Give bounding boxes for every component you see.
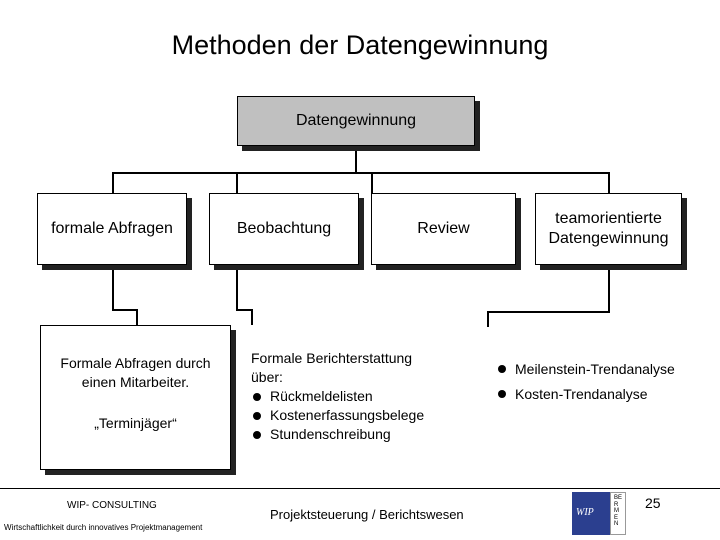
connector-down-cat4 [608, 270, 610, 312]
connector-down-cat1 [112, 270, 114, 310]
detail-review-heading: Formale Berichterstattung über: [251, 350, 413, 385]
footer-company: WIP- CONSULTING [67, 500, 157, 511]
category-label: Review [417, 220, 470, 237]
category-label: Beobachtung [236, 220, 332, 237]
connector-horizontal [112, 172, 610, 174]
list-item-label: Kostenerfassungsbelege [270, 407, 425, 423]
page-title: Methoden der Datengewinnung [171, 30, 549, 60]
bullet-icon [253, 393, 261, 401]
category-beobachtung: Beobachtung [209, 193, 359, 265]
footer-center: Projektsteuerung / Berichtswesen [270, 507, 464, 522]
connector-cat4 [608, 172, 610, 194]
category-review: Review [371, 193, 516, 265]
connector-root-down [355, 151, 357, 173]
category-teamorientierte: teamorientierte Datengewinnung [535, 193, 682, 265]
list-item: Stundenschreibung [251, 425, 461, 444]
detail-team: Meilenstein-Trendanalyse Kosten-Trendana… [496, 357, 711, 407]
bullet-icon [253, 412, 261, 420]
connector-right-cat1 [112, 309, 138, 311]
bullet-icon [498, 365, 506, 373]
list-item: Rückmeldelisten [251, 387, 461, 406]
list-item-label: Stundenschreibung [270, 426, 391, 442]
connector-left-cat4 [487, 311, 610, 313]
detail-formal-terminjaeger: „Terminjäger“ [94, 415, 177, 431]
connector-cat3 [371, 172, 373, 194]
list-item: Meilenstein-Trendanalyse [496, 357, 711, 382]
connector-down2-cat2 [251, 309, 253, 325]
list-item: Kostenerfassungsbelege [251, 406, 461, 425]
bullet-icon [498, 390, 506, 398]
list-item-label: Kosten-Trendanalyse [515, 386, 648, 402]
connector-cat2 [236, 172, 238, 194]
logo-letter-strip: BERMEN [610, 492, 626, 535]
detail-formal-text: Formale Abfragen durch einen Mitarbeiter… [60, 355, 211, 390]
detail-formale-abfragen: Formale Abfragen durch einen Mitarbeiter… [40, 325, 231, 470]
connector-down2-cat4 [487, 311, 489, 327]
connector-down2-cat1 [136, 309, 138, 325]
root-node: Datengewinnung [237, 96, 475, 146]
footer-rule [0, 488, 720, 489]
category-label: formale Abfragen [51, 220, 173, 237]
logo-text: WIP [576, 507, 594, 518]
list-item-label: Rückmeldelisten [270, 388, 373, 404]
list-item: Kosten-Trendanalyse [496, 382, 711, 407]
connector-right-cat2 [236, 309, 253, 311]
wip-logo: WIP [572, 492, 610, 535]
connector-cat1 [112, 172, 114, 194]
connector-down-cat2 [236, 270, 238, 310]
root-label: Datengewinnung [295, 112, 417, 129]
detail-team-list: Meilenstein-Trendanalyse Kosten-Trendana… [496, 357, 711, 407]
footer-tagline: Wirtschaftlichkeit durch innovatives Pro… [4, 523, 203, 532]
page-number: 25 [645, 495, 661, 511]
list-item-label: Meilenstein-Trendanalyse [515, 361, 675, 377]
category-formale-abfragen: formale Abfragen [37, 193, 187, 265]
category-label: teamorientierte Datengewinnung [548, 210, 669, 247]
detail-review: Formale Berichterstattung über: Rückmeld… [251, 349, 461, 444]
logo-letters: BERMEN [614, 495, 623, 527]
detail-review-list: Rückmeldelisten Kostenerfassungsbelege S… [251, 387, 461, 444]
bullet-icon [253, 431, 261, 439]
